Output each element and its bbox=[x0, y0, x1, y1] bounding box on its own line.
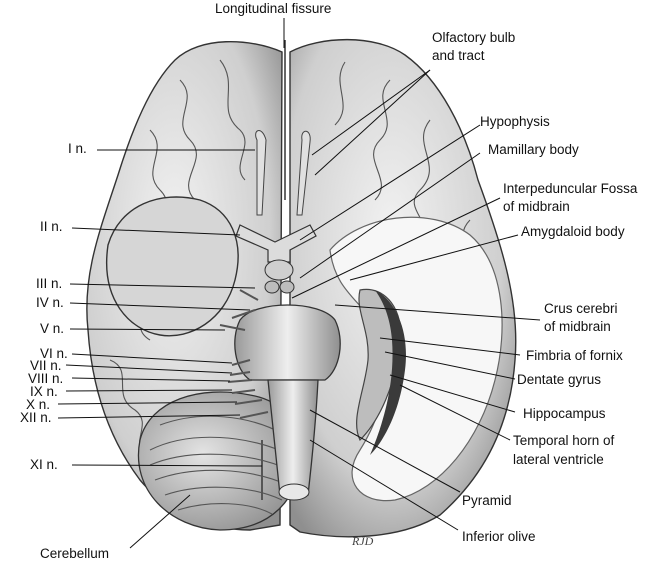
label-cranial-nerve-8: VIII n. bbox=[28, 371, 63, 386]
hypophysis-shape bbox=[264, 259, 294, 281]
cranial-nerve-stubs bbox=[219, 289, 269, 500]
label-interpeduncular-line2: of midbrain bbox=[503, 199, 570, 214]
label-longitudinal-fissure: Longitudinal fissure bbox=[215, 1, 331, 16]
label-pyramid: Pyramid bbox=[462, 493, 512, 508]
label-fimbria-of-fornix: Fimbria of fornix bbox=[526, 348, 623, 363]
label-interpeduncular-line1: Interpeduncular Fossa bbox=[503, 181, 638, 196]
temporal-horn-shape bbox=[370, 290, 406, 455]
label-dentate-gyrus: Dentate gyrus bbox=[517, 372, 601, 387]
label-crus-cerebri-line1: Crus cerebri bbox=[544, 301, 618, 316]
label-olfactory-bulb-line2: and tract bbox=[432, 48, 485, 63]
label-cranial-nerve-12: XII n. bbox=[20, 410, 52, 425]
label-cranial-nerve-5: V n. bbox=[40, 321, 64, 336]
label-temporal-horn-line2: lateral ventricle bbox=[513, 452, 604, 467]
label-cranial-nerve-7: VII n. bbox=[30, 358, 62, 373]
label-cranial-nerve-2: II n. bbox=[40, 219, 63, 234]
label-cranial-nerve-10: X n. bbox=[26, 397, 50, 412]
label-cranial-nerve-9: IX n. bbox=[30, 384, 58, 399]
label-temporal-horn-line1: Temporal horn of bbox=[513, 433, 615, 448]
label-cranial-nerve-6: VI n. bbox=[40, 346, 68, 361]
medulla-cut-surface bbox=[278, 483, 310, 501]
mamillary-left bbox=[264, 280, 280, 294]
artist-signature: RJD bbox=[351, 534, 374, 548]
label-cranial-nerve-3: III n. bbox=[36, 276, 62, 291]
leader-lines bbox=[57, 18, 541, 549]
left-temporal-lobe bbox=[106, 196, 239, 337]
label-cranial-nerve-11: XI n. bbox=[30, 457, 58, 472]
label-cranial-nerve-1: I n. bbox=[68, 141, 87, 156]
label-amygdaloid-body: Amygdaloid body bbox=[521, 224, 625, 239]
label-hypophysis: Hypophysis bbox=[480, 114, 550, 129]
pons bbox=[234, 304, 341, 381]
label-crus-cerebri-line2: of midbrain bbox=[544, 319, 611, 334]
label-olfactory-bulb-line1: Olfactory bulb bbox=[432, 30, 515, 45]
mamillary-right bbox=[279, 280, 295, 294]
label-inferior-olive: Inferior olive bbox=[462, 529, 536, 544]
olfactory-tract-left bbox=[255, 130, 267, 216]
olfactory-tract-right bbox=[296, 130, 311, 216]
label-hippocampus: Hippocampus bbox=[523, 406, 606, 421]
optic-chiasm bbox=[235, 224, 317, 263]
label-mamillary-body: Mamillary body bbox=[488, 142, 579, 157]
label-cerebellum: Cerebellum bbox=[40, 546, 109, 561]
label-cranial-nerve-4: IV n. bbox=[36, 295, 64, 310]
